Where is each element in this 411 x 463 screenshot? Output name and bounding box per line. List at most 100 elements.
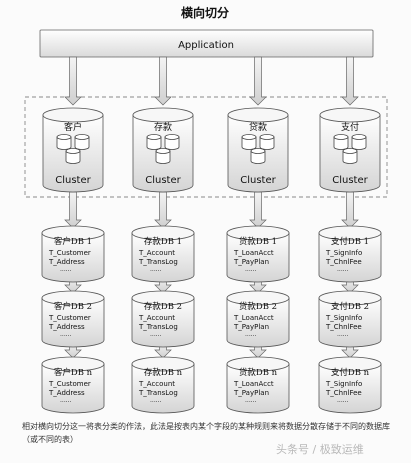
database-table-name: T_Address [48, 323, 85, 331]
database-table-name: T_Customer [48, 314, 91, 322]
database-more-indicator: ······ [60, 399, 72, 406]
database-name: 贷款DB 2 [239, 301, 277, 312]
cluster-3-mini-db-a-body [241, 136, 257, 150]
database-name: 存款DB n [144, 367, 183, 378]
database-table-name: T_ChnlFee [325, 323, 362, 331]
database-3-1-cylinder-top [226, 225, 290, 241]
database-table-name: T_LoanAcct [233, 380, 274, 388]
database-3-3-cylinder-top [226, 356, 290, 372]
database-3-2-cylinder-top [226, 290, 290, 306]
diagram-title: 横向切分 [181, 5, 229, 20]
database-name: 支付DB n [331, 367, 370, 378]
database-3-1-cylinder-body [226, 232, 290, 283]
cluster-4-label: Cluster [332, 175, 368, 186]
database-name: 客户DB 1 [54, 236, 92, 247]
database-table-name: T_SignInfo [325, 249, 362, 257]
database-table-name: T_PayPlan [233, 389, 269, 397]
database-4-2-cylinder-body [318, 297, 382, 348]
database-table-name: T_TransLog [138, 323, 178, 331]
database-table-name: T_LoanAcct [233, 314, 274, 322]
database-4-3-cylinder-body [318, 363, 382, 414]
database-2-1-cylinder-top [131, 225, 195, 241]
database-4-3-cylinder-top [318, 356, 382, 372]
database-name: 支付DB 2 [331, 301, 369, 312]
app-to-cluster-arrow-2 [154, 56, 172, 106]
cluster-4-mini-db-a-top [333, 134, 349, 140]
cluster-2-label: Cluster [145, 175, 181, 186]
cluster-3-mini-db-a-top [241, 134, 257, 140]
database-table-name: T_TransLog [138, 389, 178, 397]
cluster-4-cylinder-top [319, 107, 381, 123]
cluster-3-cylinder-top [227, 107, 289, 123]
database-3-3-cylinder-body [226, 363, 290, 414]
database-2-3-cylinder-top [131, 356, 195, 372]
database-table-name: T_Address [48, 258, 85, 266]
database-name: 客户DB 2 [54, 301, 92, 312]
cluster-4-mini-db-a-body [333, 136, 349, 150]
diagram-caption: 相对横向切分这一将表分类的作法，此法是按表内某个字段的某种规则来将数据分散存储于… [22, 422, 390, 444]
database-table-name: T_Customer [48, 249, 91, 257]
database-3-2-cylinder-body [226, 297, 290, 348]
cluster-to-db-arrow-1 [64, 191, 82, 229]
database-2-3-cylinder-body [131, 363, 195, 414]
database-more-indicator: ······ [337, 399, 349, 406]
database-name: 客户DB n [54, 367, 93, 378]
cluster-1-mini-db-c-body [65, 150, 81, 164]
database-more-indicator: ······ [150, 333, 162, 340]
cluster-4-mini-db-c-body [342, 150, 358, 164]
database-1-3-cylinder-body [41, 363, 105, 414]
cluster-1-name: 客户 [64, 121, 82, 133]
database-table-name: T_TransLog [138, 258, 178, 266]
cluster-1-mini-db-b-body [74, 136, 90, 150]
database-name: 贷款DB 1 [239, 236, 277, 247]
database-table-name: T_SignInfo [325, 380, 362, 388]
database-more-indicator: ······ [337, 333, 349, 340]
application-label: Application [178, 40, 234, 51]
database-2-1-cylinder-body [131, 232, 195, 283]
cluster-2-mini-db-b-top [164, 134, 180, 140]
cluster-to-db-arrow-2 [154, 191, 172, 229]
database-table-name: T_ChnlFee [325, 389, 362, 397]
database-more-indicator: ······ [60, 268, 72, 275]
app-to-cluster-arrow-3 [249, 56, 267, 106]
database-2-2-cylinder-body [131, 297, 195, 348]
database-more-indicator: ······ [150, 399, 162, 406]
cluster-1-mini-db-a-body [56, 136, 72, 150]
cluster-2-mini-db-c-top [155, 148, 171, 154]
cluster-to-db-arrow-4 [341, 191, 359, 229]
database-name: 贷款DB n [239, 367, 278, 378]
cluster-1-mini-db-c-top [65, 148, 81, 154]
database-name: 存款DB 1 [144, 236, 182, 247]
cluster-2-mini-db-a-top [146, 134, 162, 140]
database-name: 支付DB 1 [331, 236, 369, 247]
database-more-indicator: ······ [150, 268, 162, 275]
watermark-text: 头条号 / 极致运维 [276, 443, 364, 456]
cluster-4-mini-db-c-top [342, 148, 358, 154]
cluster-2-mini-db-b-body [164, 136, 180, 150]
database-table-name: T_SignInfo [325, 314, 362, 322]
database-1-3-cylinder-top [41, 356, 105, 372]
database-more-indicator: ······ [60, 333, 72, 340]
cluster-to-db-arrow-3 [249, 191, 267, 229]
cluster-2-name: 存款 [154, 121, 172, 133]
database-table-name: T_Customer [48, 380, 91, 388]
database-table-name: T_Account [138, 380, 175, 388]
cluster-2-cylinder-top [132, 107, 194, 123]
database-table-name: T_Account [138, 314, 175, 322]
database-1-2-cylinder-top [41, 290, 105, 306]
database-more-indicator: ······ [337, 268, 349, 275]
database-4-2-cylinder-top [318, 290, 382, 306]
application-box [39, 29, 374, 58]
